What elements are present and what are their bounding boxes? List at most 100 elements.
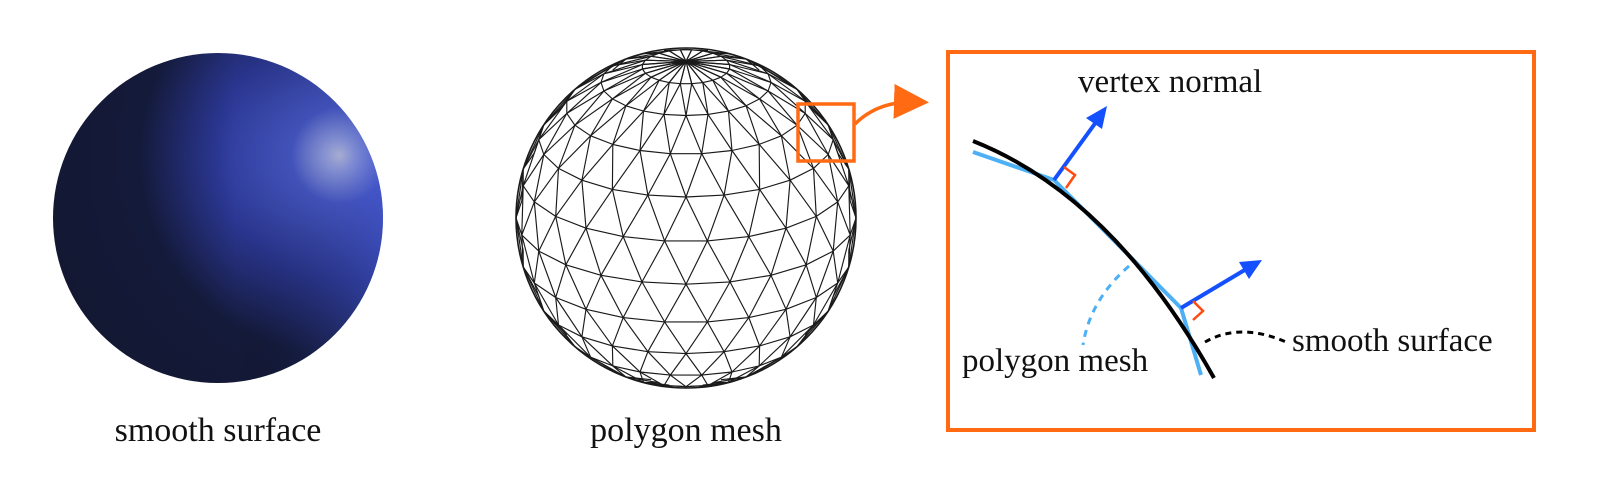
mesh-edge bbox=[642, 80, 660, 112]
mesh-edge bbox=[680, 385, 687, 388]
mesh-edge bbox=[555, 297, 560, 326]
mesh-edge bbox=[581, 180, 587, 229]
mesh-edge bbox=[691, 83, 709, 115]
normal-shaft bbox=[1052, 116, 1101, 182]
mesh-edge bbox=[668, 61, 687, 83]
mesh-edge bbox=[731, 365, 760, 373]
mesh-edge bbox=[729, 63, 772, 83]
mesh-edge bbox=[669, 153, 687, 198]
mesh-edge bbox=[758, 336, 791, 367]
mesh-edge bbox=[789, 167, 814, 181]
mesh-edge bbox=[600, 274, 643, 283]
mesh-edge bbox=[533, 201, 557, 217]
mesh-edge bbox=[625, 52, 660, 60]
mesh-edge bbox=[701, 374, 709, 386]
mesh-edge bbox=[702, 79, 713, 84]
surface-leader-line bbox=[1204, 330, 1287, 344]
mesh-edge bbox=[625, 76, 652, 107]
mesh-edge bbox=[659, 79, 670, 84]
zoom-arrow bbox=[853, 83, 929, 126]
mesh-edge bbox=[533, 168, 559, 203]
mesh-sphere-outline bbox=[515, 47, 857, 389]
mesh-edge bbox=[785, 180, 791, 229]
mesh-edge bbox=[521, 185, 524, 236]
mesh-edge bbox=[565, 264, 602, 276]
mesh-edge bbox=[767, 73, 772, 83]
mesh-edge bbox=[813, 168, 839, 203]
mesh-edge bbox=[812, 297, 817, 326]
mesh-edge bbox=[767, 73, 806, 102]
mesh-edge bbox=[521, 234, 540, 252]
mesh-edge bbox=[566, 113, 576, 126]
mesh-edge bbox=[663, 374, 671, 386]
mesh-edge bbox=[611, 317, 624, 347]
mesh-edge bbox=[729, 68, 769, 92]
mesh-edge bbox=[555, 215, 587, 229]
mesh-edge bbox=[748, 227, 787, 238]
mesh-edge bbox=[827, 139, 834, 155]
mesh-edge bbox=[767, 82, 772, 92]
mesh-edge bbox=[728, 105, 747, 112]
mesh-edge bbox=[612, 98, 627, 107]
mesh-edge bbox=[745, 365, 760, 378]
mesh-edge bbox=[622, 236, 643, 283]
mesh-edge bbox=[533, 201, 540, 252]
mesh-edge bbox=[724, 345, 760, 353]
mesh-edge bbox=[685, 113, 709, 117]
mesh-edge bbox=[612, 143, 641, 152]
mesh-edge bbox=[664, 240, 687, 285]
mesh-edge bbox=[558, 135, 592, 169]
mesh-edge bbox=[574, 124, 591, 137]
mesh-edge bbox=[729, 68, 772, 83]
mesh-edge bbox=[780, 135, 791, 181]
mesh-edge bbox=[726, 72, 769, 92]
mesh-edge bbox=[780, 336, 791, 358]
smooth-surface-curve bbox=[972, 139, 1216, 379]
mesh-edge bbox=[759, 308, 787, 347]
mesh-edge bbox=[558, 89, 576, 112]
mesh-edge bbox=[729, 281, 750, 318]
mesh-edge bbox=[685, 374, 703, 388]
zoom-panel: vertex normal polygon mesh smooth surfac… bbox=[946, 50, 1536, 432]
mesh-edge bbox=[603, 68, 643, 92]
mesh-edge bbox=[759, 189, 787, 229]
zoom-region-marker bbox=[796, 102, 856, 163]
mesh-edge bbox=[558, 324, 592, 358]
mesh-edge bbox=[558, 324, 583, 338]
mesh-edge bbox=[731, 143, 760, 152]
mesh-edge bbox=[720, 76, 747, 107]
mesh-edge bbox=[729, 236, 750, 283]
mesh-edge bbox=[622, 194, 649, 237]
mesh-edge bbox=[641, 281, 666, 323]
mesh-edge bbox=[600, 236, 624, 276]
mesh-segments bbox=[972, 150, 1203, 376]
mesh-edge bbox=[647, 351, 671, 376]
mesh-edge bbox=[603, 59, 646, 75]
mesh-edge bbox=[748, 275, 772, 318]
mesh-edge bbox=[701, 114, 709, 154]
mesh-edge bbox=[707, 317, 749, 323]
mesh-edge bbox=[770, 228, 787, 276]
mesh-edge bbox=[685, 52, 713, 62]
mesh-edge bbox=[533, 282, 559, 326]
mesh-edge bbox=[706, 194, 725, 242]
mesh-edge bbox=[685, 60, 730, 66]
mesh-edge bbox=[701, 351, 725, 376]
mesh-edge bbox=[612, 72, 646, 100]
mesh-edge bbox=[622, 317, 649, 353]
mesh-edge bbox=[645, 59, 687, 62]
mesh-edge bbox=[701, 149, 733, 155]
mesh-edge bbox=[659, 52, 687, 62]
mesh-edge bbox=[581, 135, 592, 181]
mesh-edge bbox=[707, 110, 729, 115]
mesh-edge bbox=[538, 216, 557, 252]
mesh-edge bbox=[669, 115, 687, 154]
mesh-edge bbox=[805, 216, 817, 265]
mesh-edge bbox=[590, 58, 627, 80]
polygon-mesh-caption: polygon mesh bbox=[590, 412, 782, 449]
mesh-edge bbox=[728, 110, 760, 145]
mesh-edge bbox=[585, 275, 602, 310]
mesh-edge bbox=[533, 154, 545, 203]
mesh-edge bbox=[691, 82, 703, 85]
mesh-edge bbox=[600, 275, 624, 318]
